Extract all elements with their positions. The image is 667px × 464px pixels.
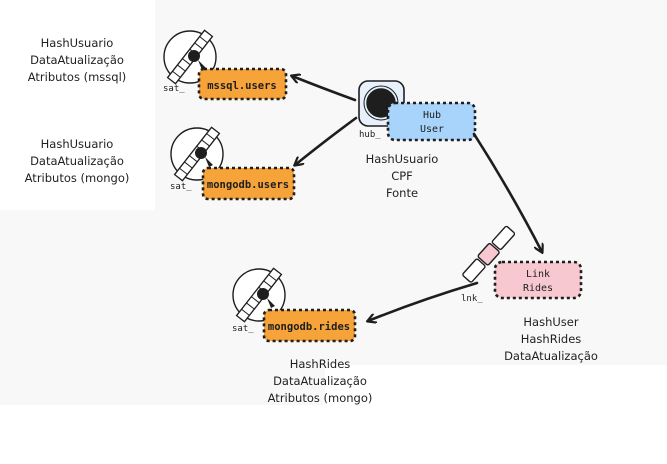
link-label-line2: Rides <box>523 283 553 294</box>
hub-label-line2: User <box>420 124 444 135</box>
arrow-hub-to-link <box>472 132 542 252</box>
field: Atributos (mongo) <box>24 171 130 185</box>
link-icon <box>462 225 516 283</box>
link-rides[interactable]: lnk_ Link Rides <box>461 225 583 304</box>
satellite-mongodb-rides[interactable]: sat_ mongodb.rides <box>232 267 357 343</box>
field: DataAtualização <box>504 349 598 363</box>
satellite-tag: sat_ <box>170 182 192 192</box>
field: HashRides <box>520 332 582 346</box>
link-tag: lnk_ <box>461 294 483 304</box>
hub-box <box>386 101 477 142</box>
field: CPF <box>391 169 413 183</box>
arrow-hub-to-mssql <box>292 76 357 102</box>
fields-mongodb-users: HashUsuario DataAtualização Atributos (m… <box>12 136 142 187</box>
satellite-tag: sat_ <box>163 84 185 94</box>
arrow-hub-to-mongodb-users <box>295 116 358 165</box>
fields-mssql-users: HashUsuario DataAtualização Atributos (m… <box>12 35 142 86</box>
hub-label-line1: Hub <box>423 110 441 121</box>
satellite-label: mssql.users <box>207 80 277 92</box>
field: DataAtualização <box>30 154 124 168</box>
link-label-line1: Link <box>526 269 550 280</box>
link-box <box>493 260 583 300</box>
fields-mongodb-rides: HashRides DataAtualização Atributos (mon… <box>250 356 390 407</box>
fields-hub-user: HashUsuario CPF Fonte <box>352 151 452 202</box>
satellite-icon <box>232 267 286 323</box>
satellite-label: mongodb.users <box>207 179 289 191</box>
field: Atributos (mongo) <box>267 391 373 405</box>
satellite-mongodb-users[interactable]: sat_ mongodb.users <box>170 126 296 201</box>
canvas-footer <box>0 405 667 464</box>
field: HashUser <box>523 315 579 329</box>
satellite-box <box>197 67 288 101</box>
field: HashUsuario <box>365 152 439 166</box>
field: HashUsuario <box>40 137 114 151</box>
field: HashRides <box>289 357 351 371</box>
field: DataAtualização <box>30 53 124 67</box>
satellite-box <box>201 166 296 201</box>
hub-tag: hub_ <box>359 130 381 140</box>
satellite-mssql-users[interactable]: sat_ mssql.users <box>163 29 288 101</box>
arrow-link-to-mongodb-rides <box>368 281 479 321</box>
hub-user[interactable]: hub_ Hub User <box>358 80 477 142</box>
fields-link-rides: HashUser HashRides DataAtualização <box>487 314 615 365</box>
satellite-label: mongodb.rides <box>268 321 350 333</box>
satellite-tag: sat_ <box>232 324 254 334</box>
field: Atributos (mssql) <box>27 70 127 84</box>
field: DataAtualização <box>273 374 367 388</box>
field: HashUsuario <box>40 36 114 50</box>
field: Fonte <box>385 186 419 200</box>
satellite-box <box>262 308 357 343</box>
